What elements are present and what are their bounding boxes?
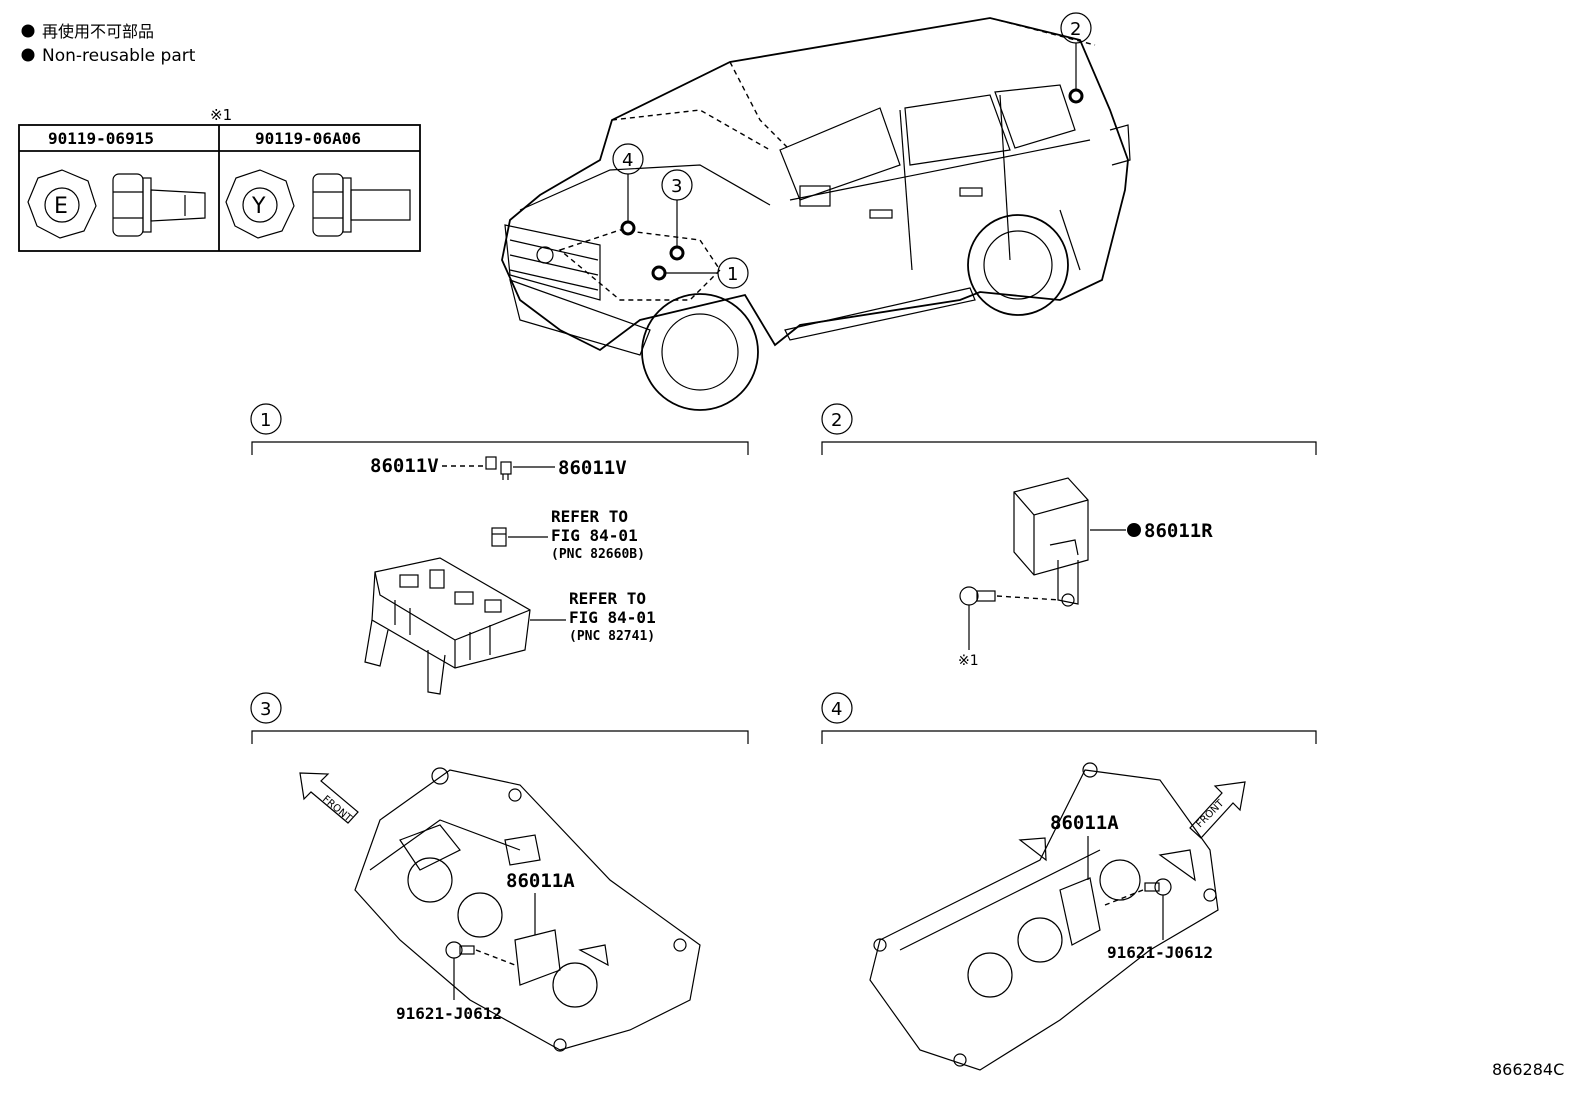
ref2-line1: REFER TO — [569, 589, 646, 608]
bolt-part-label-3: 91621-J0612 — [396, 1004, 502, 1023]
ref1-line2: FIG 84-01 — [551, 526, 638, 545]
ref2-line2: FIG 84-01 — [569, 608, 656, 627]
bolt-icon — [959, 586, 996, 606]
ref2-line3: (PNC 82741) — [569, 629, 655, 644]
vehicle-illustration — [501, 17, 1131, 411]
section-2: 2 86011R ※1 — [821, 403, 1317, 669]
non-reusable-dot-icon — [1127, 523, 1141, 537]
section-3-number: 3 — [260, 699, 271, 720]
bolt-icon — [445, 941, 475, 959]
callout-2-label: 2 — [1070, 19, 1081, 40]
front-arrow-icon: FRONT — [1189, 781, 1246, 839]
bolt-head-y-icon: Y — [225, 169, 295, 239]
non-reusable-dot-icon — [21, 24, 35, 38]
section-4: 4 FRONT 86011A 91621- — [821, 692, 1317, 1071]
bolt-part-number-2: 90119-06A06 — [255, 129, 361, 148]
callout-4-label: 4 — [622, 150, 633, 171]
svg-text:Y: Y — [251, 194, 266, 219]
callout-4-circle — [612, 143, 644, 175]
fuse-clip-icon — [491, 527, 507, 547]
section-1: 1 86011V 86011V REFER TO FIG 84-01 (PNC … — [250, 403, 749, 695]
section-4-number: 4 — [831, 699, 842, 720]
callout-1-label: 1 — [727, 264, 738, 285]
bolt-side-view-icon — [312, 173, 411, 237]
legend-japanese: 再使用不可部品 — [42, 22, 154, 41]
svg-text:FRONT: FRONT — [1194, 798, 1227, 831]
legend: 再使用不可部品 Non-reusable part — [21, 22, 196, 66]
sensor-module-icon — [1013, 477, 1089, 607]
junction-box-icon — [364, 557, 531, 695]
sensor-part-label: 86011R — [1144, 520, 1213, 542]
figure-id: 866284C — [1492, 1060, 1564, 1079]
bolt-part-number-1: 90119-06915 — [48, 129, 154, 148]
cylinder-head-cover-icon — [354, 767, 701, 1052]
non-reusable-dot-icon — [21, 48, 35, 62]
ref1-line1: REFER TO — [551, 507, 628, 526]
callout-3-label: 3 — [671, 176, 682, 197]
svg-text:E: E — [54, 194, 68, 219]
table-note-mark: ※1 — [210, 106, 232, 124]
relay-part-label-right: 86011V — [558, 457, 627, 479]
svg-text:FRONT: FRONT — [320, 794, 354, 825]
bolt-icon — [1144, 878, 1172, 896]
bolt-side-view-icon — [112, 173, 206, 237]
section-2-number: 2 — [831, 410, 842, 431]
relay-icon — [485, 456, 512, 480]
bolt-table: ※1 90119-06915 90119-06A06 E Y — [18, 106, 421, 252]
bolt-head-e-icon: E — [27, 169, 97, 239]
vehicle-callouts: 1 2 3 4 — [612, 12, 1092, 289]
section-1-number: 1 — [260, 410, 271, 431]
callout-3-circle — [661, 169, 693, 201]
cylinder-head-cover-icon — [869, 762, 1219, 1071]
sensor-bolt-note: ※1 — [958, 653, 979, 669]
front-arrow-icon: FRONT — [299, 772, 359, 825]
bolt-part-label-4: 91621-J0612 — [1107, 943, 1213, 962]
relay-part-label-left: 86011V — [370, 455, 439, 477]
callout-2-circle — [1060, 12, 1092, 44]
section-3: 3 FRONT 86011A — [250, 692, 749, 1052]
callout-1-circle — [717, 257, 749, 289]
legend-english: Non-reusable part — [42, 46, 196, 66]
sensor-part-label-4: 86011A — [1050, 812, 1119, 834]
ref1-line3: (PNC 82660B) — [551, 547, 645, 562]
sensor-part-label-3: 86011A — [506, 870, 575, 892]
